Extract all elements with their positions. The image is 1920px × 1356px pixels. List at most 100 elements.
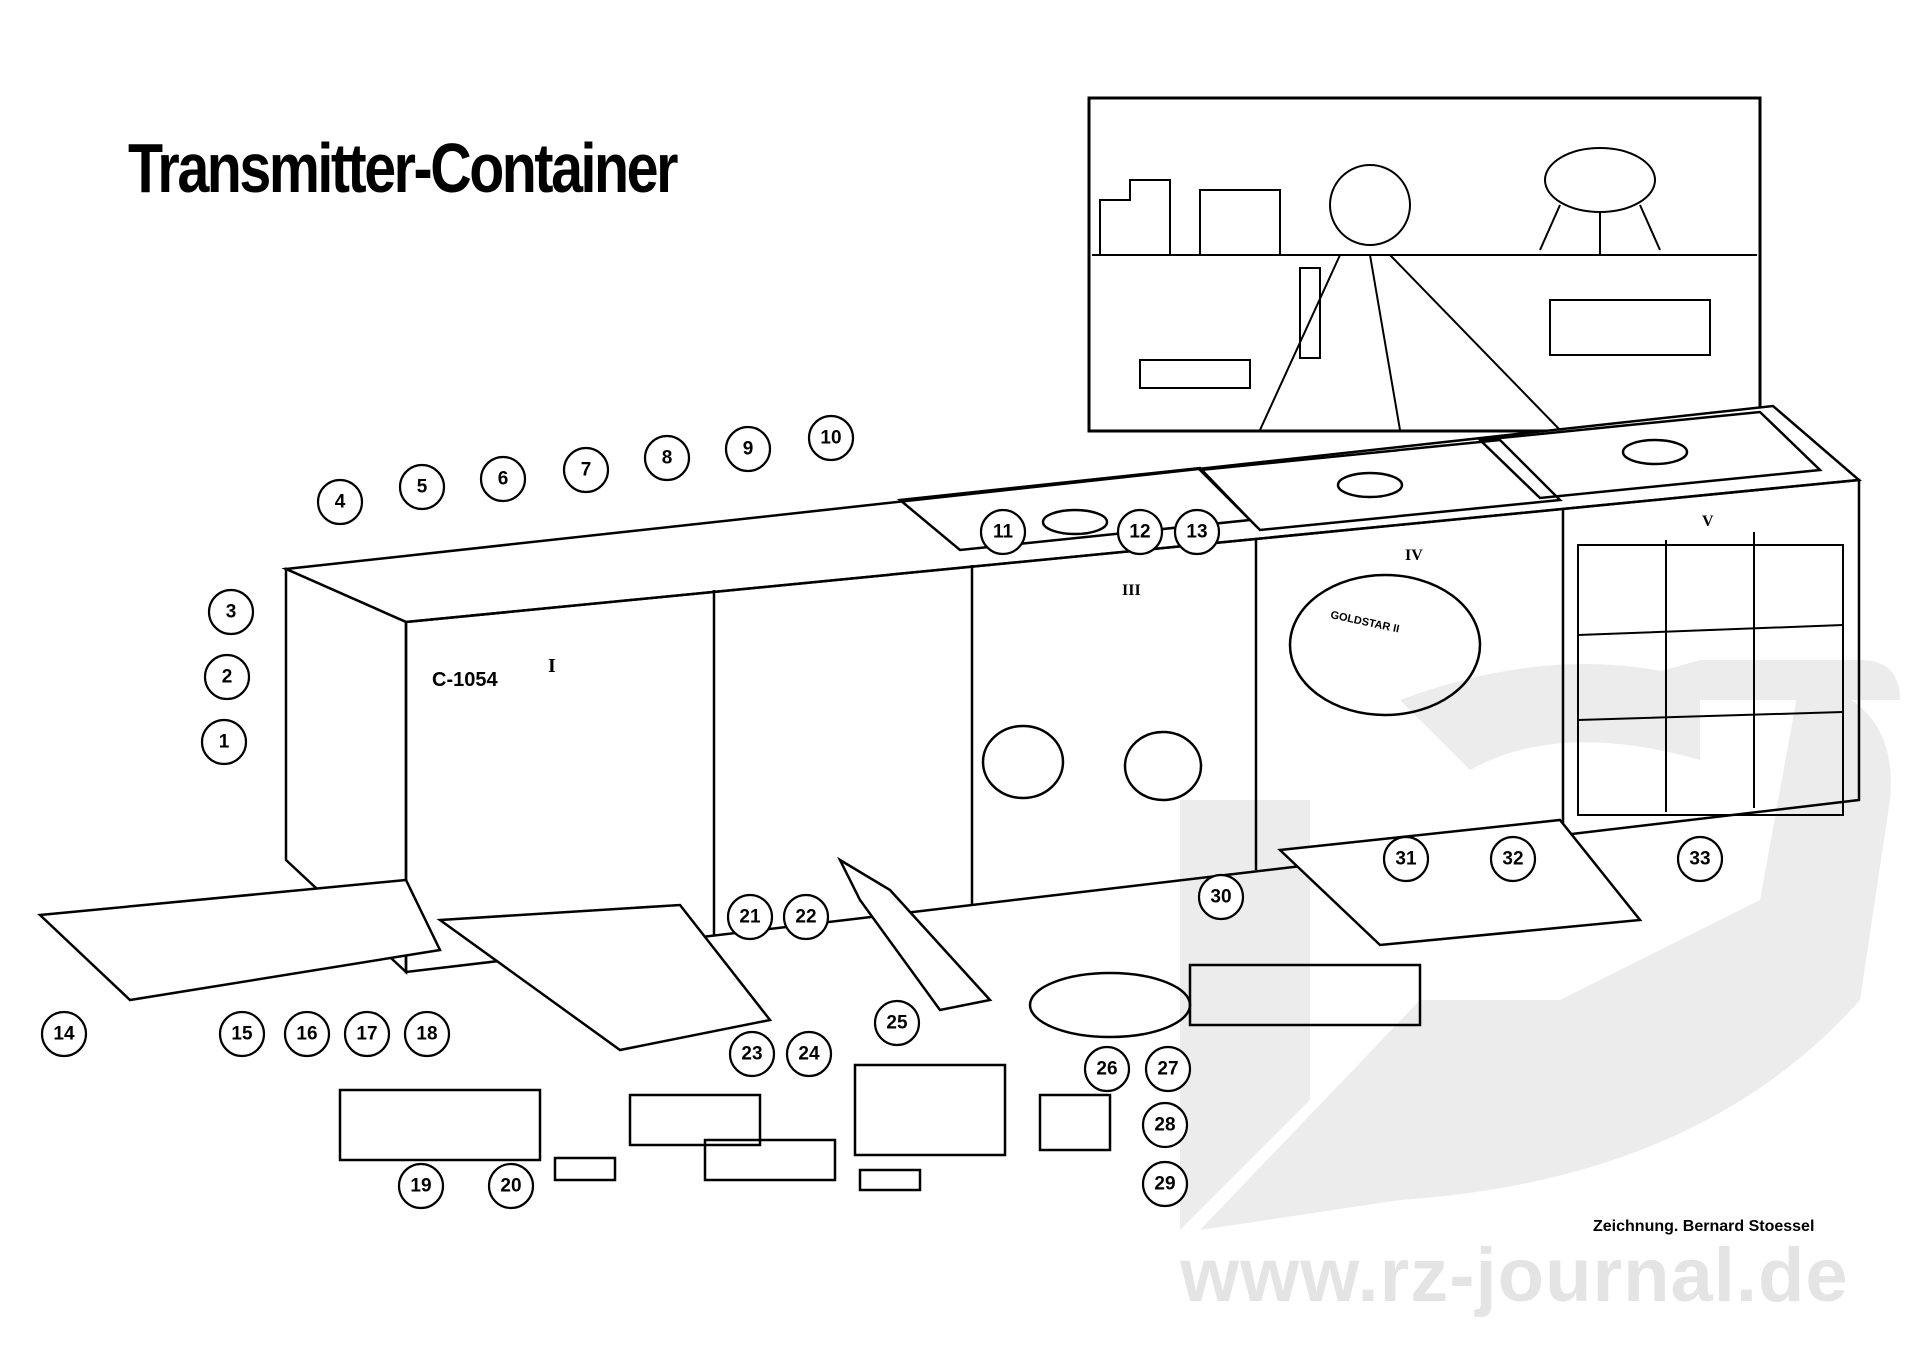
callout-circle bbox=[728, 1030, 776, 1078]
callout-circle bbox=[200, 718, 248, 766]
roof-panel-4 bbox=[1477, 410, 1823, 500]
callout-7: 7 bbox=[562, 446, 610, 494]
callout-number: 21 bbox=[739, 907, 761, 928]
callout-number: 23 bbox=[741, 1044, 762, 1065]
container-id: C-1054 bbox=[432, 669, 498, 691]
callout-3: 3 bbox=[207, 588, 255, 636]
callout-26: 26 bbox=[1083, 1045, 1131, 1093]
callout-number: 28 bbox=[1154, 1115, 1175, 1136]
callout-31: 31 bbox=[1382, 835, 1430, 883]
callout-number: 1 bbox=[219, 732, 230, 753]
callout-number: 10 bbox=[820, 428, 841, 449]
callout-circle bbox=[398, 463, 446, 511]
callout-circle bbox=[1141, 1101, 1189, 1149]
callout-circle bbox=[782, 893, 830, 941]
callout-21: 21 bbox=[726, 893, 774, 941]
callout-number: 27 bbox=[1157, 1059, 1178, 1080]
callout-number: 30 bbox=[1210, 887, 1231, 908]
callout-circle bbox=[1382, 835, 1430, 883]
section-label-5: V bbox=[1702, 513, 1714, 530]
callout-circle bbox=[218, 1010, 266, 1058]
ramp-front bbox=[436, 903, 773, 1052]
roof-panel-3 bbox=[1197, 438, 1563, 532]
container-body bbox=[37, 404, 1863, 1192]
callout-circle bbox=[643, 434, 691, 482]
callout-2: 2 bbox=[203, 653, 251, 701]
callout-number: 13 bbox=[1186, 522, 1207, 543]
callout-circle bbox=[1144, 1045, 1192, 1093]
callout-circle bbox=[562, 446, 610, 494]
callout-circle bbox=[316, 478, 364, 526]
callout-number: 18 bbox=[416, 1024, 437, 1045]
callout-27: 27 bbox=[1144, 1045, 1192, 1093]
callout-number: 20 bbox=[500, 1176, 521, 1197]
callout-6: 6 bbox=[479, 455, 527, 503]
callout-number: 6 bbox=[498, 469, 509, 490]
callout-circle bbox=[403, 1010, 451, 1058]
callout-number: 4 bbox=[335, 492, 346, 513]
callout-circle bbox=[487, 1162, 535, 1210]
callout-circle bbox=[724, 425, 772, 473]
callout-22: 22 bbox=[782, 893, 830, 941]
callout-number: 11 bbox=[993, 522, 1014, 543]
callout-circle bbox=[1676, 835, 1724, 883]
callout-circle bbox=[203, 653, 251, 701]
callout-circle bbox=[785, 1030, 833, 1078]
callout-12: 12 bbox=[1116, 508, 1164, 556]
ramp-right bbox=[1277, 818, 1643, 947]
callout-circle bbox=[1116, 508, 1164, 556]
roof-hatch bbox=[1621, 438, 1689, 466]
roof-hatch bbox=[1041, 508, 1109, 536]
roof-hatch bbox=[1336, 471, 1404, 499]
callout-20: 20 bbox=[487, 1162, 535, 1210]
callout-number: 22 bbox=[795, 907, 816, 928]
callout-30: 30 bbox=[1197, 873, 1245, 921]
callout-number: 33 bbox=[1689, 849, 1710, 870]
callout-circle bbox=[343, 1010, 391, 1058]
callout-number: 31 bbox=[1395, 849, 1417, 870]
base-module bbox=[1188, 963, 1422, 1027]
callout-circle bbox=[979, 508, 1027, 556]
callout-number: 8 bbox=[662, 448, 673, 469]
callout-number: 24 bbox=[798, 1044, 820, 1065]
callout-number: 19 bbox=[410, 1176, 431, 1197]
callout-circle bbox=[726, 893, 774, 941]
rz-logo-watermark bbox=[1180, 660, 1900, 1230]
callout-circle bbox=[40, 1010, 88, 1058]
ship-name: GOLDSTAR II bbox=[1329, 609, 1400, 635]
drawing-credit: Zeichnung. Bernard Stoessel bbox=[1593, 1218, 1815, 1235]
callout-circle bbox=[397, 1162, 445, 1210]
callout-16: 16 bbox=[283, 1010, 331, 1058]
callout-4: 4 bbox=[316, 478, 364, 526]
callout-circle bbox=[807, 414, 855, 462]
section-label-1: I bbox=[548, 655, 556, 677]
callout-number: 12 bbox=[1129, 522, 1150, 543]
callout-number: 26 bbox=[1096, 1059, 1117, 1080]
callout-circle bbox=[207, 588, 255, 636]
callout-number: 3 bbox=[226, 602, 237, 623]
callout-number: 32 bbox=[1502, 849, 1523, 870]
goldstar-ship bbox=[1288, 573, 1482, 717]
callout-number: 25 bbox=[886, 1013, 908, 1034]
callout-11: 11 bbox=[979, 508, 1027, 556]
callout-14: 14 bbox=[40, 1010, 88, 1058]
callout-number: 14 bbox=[53, 1024, 75, 1045]
city-inset-picture bbox=[1087, 96, 1762, 433]
callout-25: 25 bbox=[873, 999, 921, 1047]
ramp-mid bbox=[836, 856, 993, 1012]
callout-29: 29 bbox=[1141, 1160, 1189, 1208]
callout-circle bbox=[873, 999, 921, 1047]
callout-circle bbox=[1141, 1160, 1189, 1208]
callout-number: 9 bbox=[743, 439, 754, 460]
callout-13: 13 bbox=[1173, 508, 1221, 556]
callout-number: 16 bbox=[296, 1024, 317, 1045]
callout-number: 15 bbox=[231, 1024, 253, 1045]
callout-18: 18 bbox=[403, 1010, 451, 1058]
callout-33: 33 bbox=[1676, 835, 1724, 883]
callout-10: 10 bbox=[807, 414, 855, 462]
callout-number: 2 bbox=[222, 667, 233, 688]
watermark-url: www.rz-journal.de bbox=[1180, 1233, 1849, 1318]
crate-module bbox=[853, 1063, 1007, 1157]
